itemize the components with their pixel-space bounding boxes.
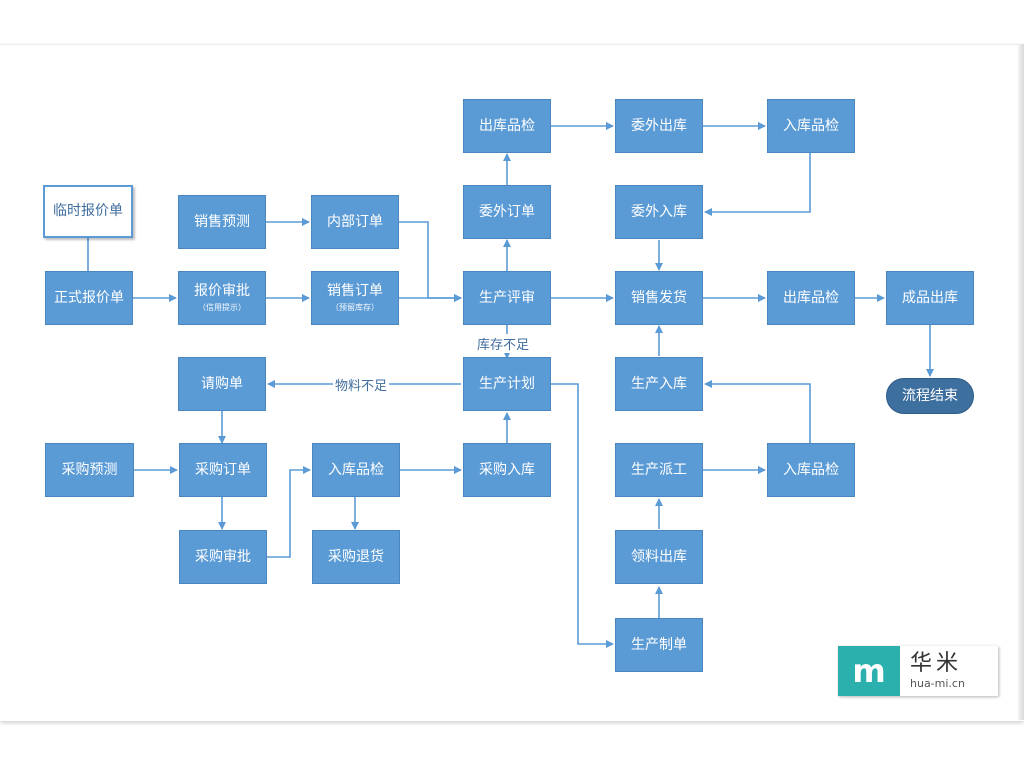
node-stock-out-qc-1[interactable]: 出库品检 [463,99,551,153]
node-label: 生产制单 [631,636,687,653]
node-label: 采购退货 [328,548,384,565]
node-label: 采购审批 [195,548,251,565]
node-label: 入库品检 [328,461,384,478]
brand-logo: m 华米 hua-mi.cn [838,646,998,696]
edge-stockin-qc-to-production-in [704,380,811,443]
node-finished-goods-out[interactable]: 成品出库 [886,271,974,325]
node-internal-order[interactable]: 内部订单 [311,195,399,249]
node-production-plan[interactable]: 生产计划 [463,357,551,411]
node-production-order[interactable]: 生产制单 [615,618,703,672]
node-purchase-request[interactable]: 请购单 [178,357,266,411]
node-sales-delivery[interactable]: 销售发货 [615,271,703,325]
edge-internal-to-review [398,221,462,302]
page-edge-shadow [1018,44,1024,720]
node-label: 入库品检 [783,461,839,478]
node-label: 流程结束 [902,387,958,404]
node-stock-in-qc-3[interactable]: 入库品检 [767,443,855,497]
node-label: 生产入库 [631,375,687,392]
node-label: 生产计划 [479,375,535,392]
node-sublabel: （预留库存） [331,303,379,313]
node-outsource-order[interactable]: 委外订单 [463,185,551,239]
node-label: 采购预测 [61,461,118,478]
node-outsource-in[interactable]: 委外入库 [615,185,703,239]
node-process-end[interactable]: 流程结束 [886,378,974,414]
node-sales-order[interactable]: 销售订单 （预留库存） [311,271,399,325]
node-label: 正式报价单 [54,289,124,306]
node-production-in[interactable]: 生产入库 [615,357,703,411]
node-production-review[interactable]: 生产评审 [463,271,551,325]
node-purchase-return[interactable]: 采购退货 [312,530,400,584]
node-label: 内部订单 [327,213,383,230]
node-material-issue[interactable]: 领料出库 [615,530,703,584]
node-purchase-approval[interactable]: 采购审批 [179,530,267,584]
node-stock-in-qc-2[interactable]: 入库品检 [312,443,400,497]
node-sublabel: （信用提示） [198,303,246,313]
node-label: 领料出库 [631,548,687,565]
node-label: 销售订单 [327,283,383,300]
node-label: 委外入库 [631,203,687,220]
edge-label-stock-shortage: 库存不足 [475,334,532,353]
node-temp-quote[interactable]: 临时报价单 [43,185,133,238]
node-quote-approval[interactable]: 报价审批 （信用提示） [178,271,266,325]
node-purchase-order[interactable]: 采购订单 [179,443,267,497]
node-purchase-forecast[interactable]: 采购预测 [45,443,134,497]
edge-label-material-shortage: 物料不足 [333,375,390,394]
logo-mark: m [838,646,900,696]
logo-url: hua-mi.cn [910,676,965,690]
node-label: 临时报价单 [53,203,123,220]
logo-name: 华米 [910,651,963,677]
node-label: 委外出库 [631,117,687,134]
edge-plan-to-production-order [551,383,614,648]
node-dispatch[interactable]: 生产派工 [615,443,703,497]
node-label: 请购单 [201,375,243,392]
node-label: 报价审批 [194,283,250,300]
node-label: 出库品检 [783,289,839,306]
node-label: 生产评审 [479,289,535,306]
node-label: 采购订单 [195,461,251,478]
node-formal-quote[interactable]: 正式报价单 [45,271,133,325]
node-label: 生产派工 [631,461,687,478]
node-label: 入库品检 [783,117,839,134]
edge-stockin-qc-to-outsource-in [704,153,811,216]
node-label: 销售预测 [194,213,250,230]
node-label: 出库品检 [479,117,535,134]
node-outsource-out[interactable]: 委外出库 [615,99,703,153]
node-label: 成品出库 [902,289,958,306]
node-sales-forecast[interactable]: 销售预测 [178,195,266,249]
edge-papproval-to-qc [267,466,311,558]
node-stock-in-qc-1[interactable]: 入库品检 [767,99,855,153]
node-label: 采购入库 [479,461,535,478]
node-stock-out-qc-2[interactable]: 出库品检 [767,271,855,325]
node-purchase-in[interactable]: 采购入库 [463,443,551,497]
node-label: 销售发货 [631,289,687,306]
logo-text: 华米 hua-mi.cn [900,646,998,696]
node-label: 委外订单 [479,203,535,220]
